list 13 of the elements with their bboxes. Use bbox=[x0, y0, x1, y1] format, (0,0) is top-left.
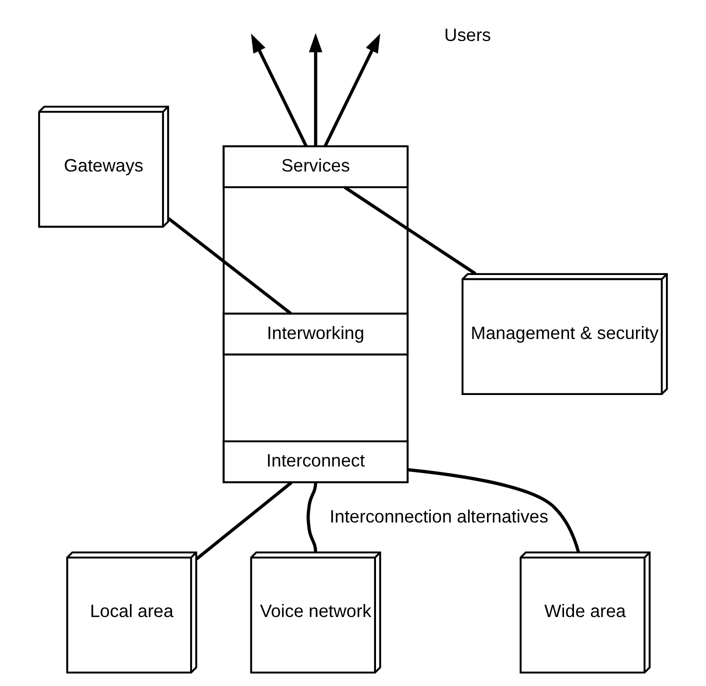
node-box: Interworking bbox=[222, 312, 409, 356]
label: Users bbox=[444, 25, 491, 46]
node-box: Services bbox=[222, 145, 409, 188]
edge-label: Interconnection alternatives bbox=[330, 506, 548, 527]
connector bbox=[167, 217, 292, 315]
node-box: Interconnect bbox=[222, 440, 409, 484]
arrow bbox=[308, 32, 322, 146]
arrow bbox=[324, 33, 380, 147]
arrow bbox=[250, 33, 308, 147]
connector bbox=[196, 481, 293, 560]
connector bbox=[306, 482, 318, 553]
connector bbox=[344, 186, 476, 276]
connector bbox=[408, 468, 580, 552]
